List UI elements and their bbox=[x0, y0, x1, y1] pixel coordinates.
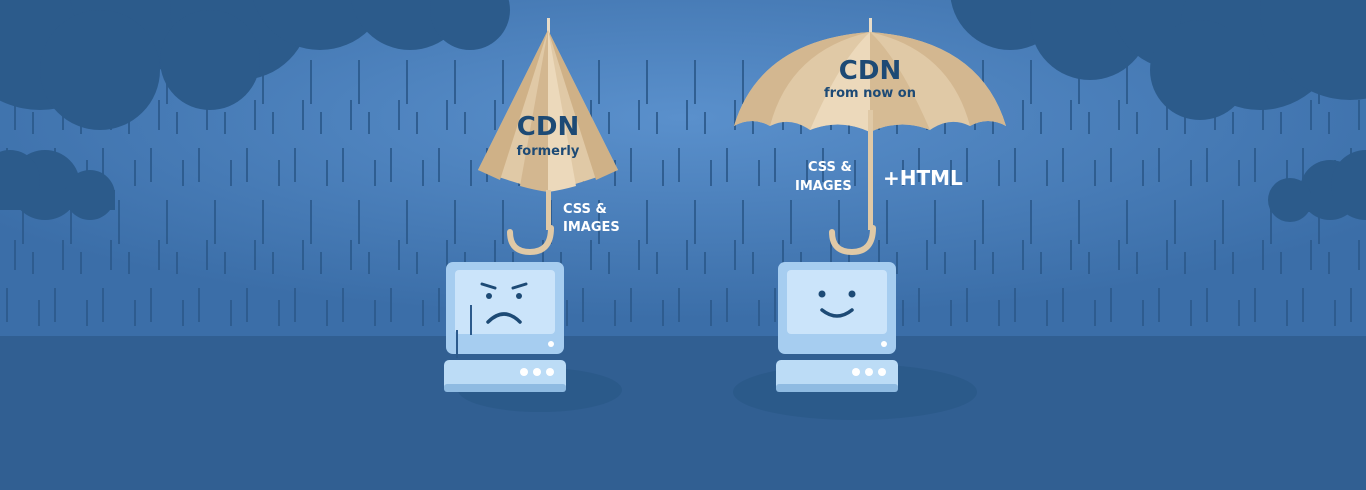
left-coverage-line1: CSS & bbox=[563, 202, 607, 217]
right-umbrella-title: CDN bbox=[838, 56, 902, 86]
right-extra-html: +HTML bbox=[883, 166, 963, 190]
left-coverage-line2: IMAGES bbox=[563, 220, 620, 235]
umbrella-formerly bbox=[478, 18, 618, 256]
umbrella-from-now-on bbox=[734, 18, 1006, 256]
right-umbrella-subtitle: from now on bbox=[824, 86, 916, 101]
cloud-left-mid bbox=[0, 150, 115, 220]
right-coverage-line2: IMAGES bbox=[795, 179, 852, 194]
left-umbrella-title: CDN bbox=[516, 112, 580, 142]
computer-happy bbox=[733, 262, 977, 420]
ground bbox=[0, 336, 1366, 490]
right-coverage-line1: CSS & bbox=[808, 160, 852, 175]
left-umbrella-subtitle: formerly bbox=[516, 144, 580, 159]
clouds-top-right bbox=[950, 0, 1366, 120]
computer-sad bbox=[444, 262, 622, 412]
cloud-right-mid bbox=[1268, 150, 1366, 222]
clouds-top-left bbox=[0, 0, 510, 130]
